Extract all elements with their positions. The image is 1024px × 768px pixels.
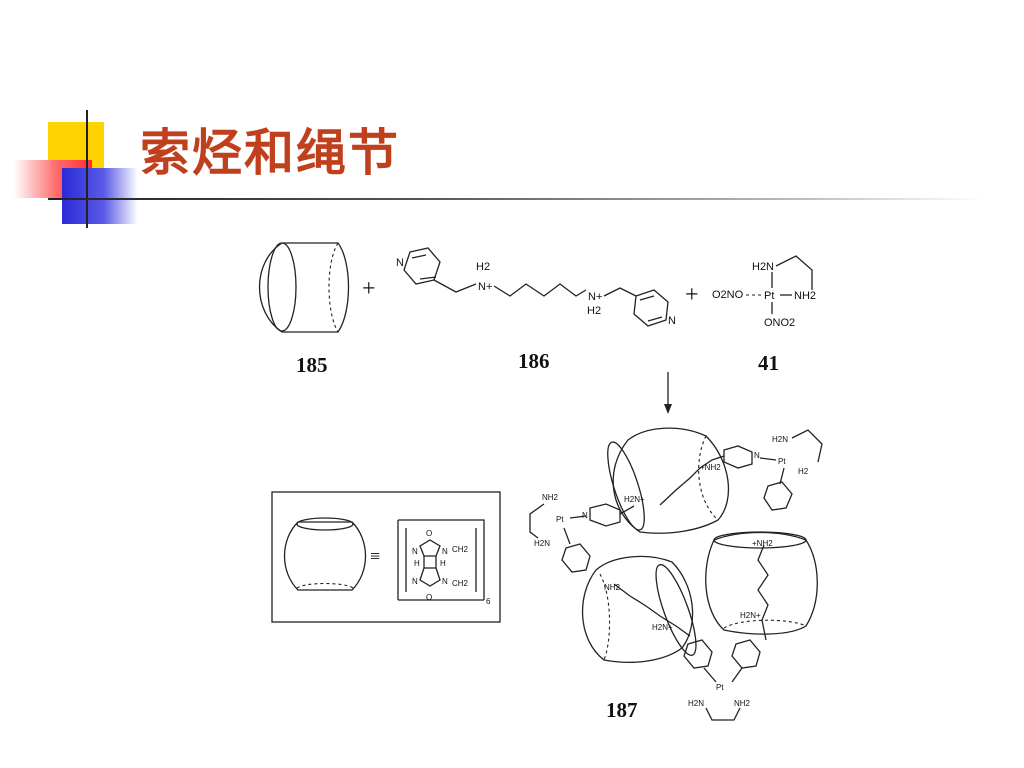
pt-tr-nh2: H2 <box>798 467 809 476</box>
glycoluril-h-1: H <box>414 559 420 568</box>
platinum-complex-41: H2N O2NO Pt NH2 ONO2 <box>712 255 816 329</box>
repeat-subscript: 6 <box>486 597 491 606</box>
left-barrel-h2n-plus: H2N+ <box>652 623 673 632</box>
chain-n-plus-2: N+ <box>588 291 602 303</box>
glycoluril-n-2: N <box>442 547 448 556</box>
label-187: 187 <box>606 698 638 722</box>
pt41-ono2: ONO2 <box>764 317 795 329</box>
top-barrel-nh2-plus: +NH2 <box>700 463 721 472</box>
pt-l-n: N <box>582 511 588 520</box>
cucurbituril-barrel-185 <box>258 242 350 333</box>
pt41-o2no: O2NO <box>712 289 744 301</box>
pt-tr-h2n: H2N <box>772 435 788 444</box>
chain-h2-2: H2 <box>587 305 601 317</box>
glycoluril-ch2-2: CH2 <box>452 579 469 588</box>
plus-sign-1: + <box>362 276 376 302</box>
equivalence-box: ≡ O N N N N H H CH2 CH2 O 6 <box>271 491 501 623</box>
left-barrel-nh2: NH2 <box>604 583 621 592</box>
glycoluril-n-1: N <box>412 547 418 556</box>
label-41: 41 <box>758 351 779 375</box>
diammonium-thread-186: N N+ H2 N+ H2 N <box>396 247 676 327</box>
pyridine-n-right: N <box>668 315 676 327</box>
label-185: 185 <box>296 353 328 377</box>
title-underline <box>48 198 984 200</box>
equivalence-sign: ≡ <box>370 546 380 566</box>
glycoluril-o-top: O <box>426 529 432 538</box>
glycoluril-n-3: N <box>412 577 418 586</box>
glycoluril-o-bottom: O <box>426 593 432 602</box>
right-barrel-h2n-plus: H2N+ <box>740 611 761 620</box>
glycoluril-n-4: N <box>442 577 448 586</box>
top-barrel-h2n-plus: H2N+ <box>624 495 645 504</box>
chain-h2-1: H2 <box>476 261 490 273</box>
decor-blue-square <box>62 168 138 224</box>
pt-b-pt: Pt <box>716 683 724 692</box>
pt-l-nh2: NH2 <box>542 493 559 502</box>
reaction-arrow <box>664 372 672 414</box>
right-barrel-nh2-plus: +NH2 <box>752 539 773 548</box>
pt41-pt: Pt <box>764 290 774 302</box>
pt-b-nh2: NH2 <box>734 699 751 708</box>
pt-l-pt: Pt <box>556 515 564 524</box>
pt-tr-n: N <box>754 451 760 460</box>
pt-tr-pt: Pt <box>778 457 786 466</box>
pt41-h2n: H2N <box>752 261 774 273</box>
glycoluril-ch2-1: CH2 <box>452 545 469 554</box>
pt41-nh2: NH2 <box>794 290 816 302</box>
decor-vertical-line <box>86 110 88 228</box>
label-186: 186 <box>518 349 550 373</box>
chain-n-plus-1: N+ <box>478 281 492 293</box>
slide-title: 索烃和绳节 <box>140 123 400 182</box>
molecular-necklace-187: +NH2 H2N+ +NH2 H2N+ NH2 H2N+ H2N Pt H2 N… <box>529 427 823 721</box>
glycoluril-h-2: H <box>440 559 446 568</box>
pyridine-n-left: N <box>396 257 404 269</box>
pt-l-h2n: H2N <box>534 539 550 548</box>
plus-sign-2: + <box>685 282 699 308</box>
pt-b-h2n: H2N <box>688 699 704 708</box>
